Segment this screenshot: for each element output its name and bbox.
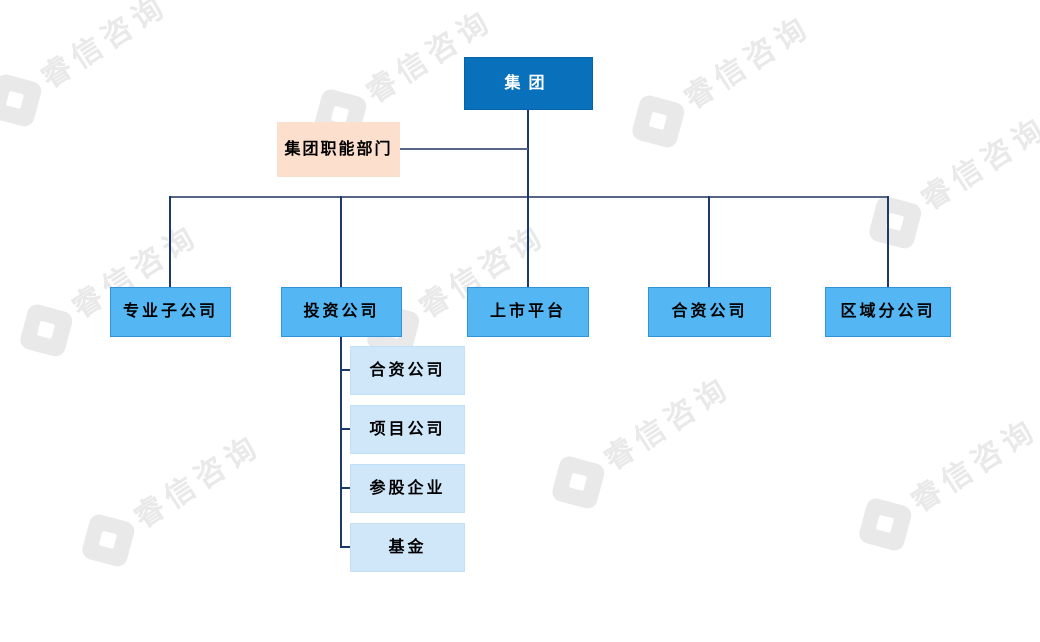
watermark: 睿信咨询 [863,106,1040,255]
watermark: 睿信咨询 [76,424,270,573]
connector-main-horizontal [170,196,889,198]
ruixin-logo-icon [550,454,607,511]
ruixin-logo-icon [80,512,137,569]
connector-drop-1 [169,196,171,287]
watermark: 睿信咨询 [546,366,740,515]
watermark: 睿信咨询 [0,0,178,132]
ruixin-logo-icon [18,302,75,359]
org-box-child-project-company: 项目公司 [350,405,465,454]
watermark-text: 睿信咨询 [598,370,738,477]
watermark-text: 睿信咨询 [905,412,1040,519]
org-box-listed-platform: 上市平台 [467,287,589,337]
org-box-group: 集团 [464,57,593,110]
org-box-child-joint-venture: 合资公司 [350,346,465,395]
watermark-text: 睿信咨询 [915,110,1040,217]
ruixin-logo-icon [630,93,687,150]
watermark-text: 睿信咨询 [128,428,268,535]
org-box-child-equity-enterprise: 参股企业 [350,464,465,513]
org-box-joint-venture: 合资公司 [648,287,771,337]
watermark-text: 睿信咨询 [35,0,175,95]
watermark: 睿信咨询 [626,5,820,154]
connector-child-stub-4 [340,546,350,548]
connector-child-stub-1 [340,369,350,371]
org-box-investment-company: 投资公司 [281,287,402,337]
org-box-group-functions: 集团职能部门 [277,122,400,177]
connector-child-stub-3 [340,487,350,489]
connector-drop-2 [340,196,342,287]
ruixin-logo-icon [0,72,44,129]
connector-root-vertical [527,110,529,197]
connector-investment-vertical [340,337,342,548]
connector-staff-horizontal [400,148,528,150]
ruixin-logo-icon [857,496,914,553]
ruixin-logo-icon [867,194,924,251]
org-box-professional-subsidiary: 专业子公司 [110,287,231,337]
watermark-text: 睿信咨询 [678,9,818,116]
connector-child-stub-2 [340,428,350,430]
org-box-regional-branch: 区域分公司 [825,287,951,337]
connector-drop-4 [708,196,710,287]
watermark: 睿信咨询 [853,408,1040,557]
org-box-child-fund: 基金 [350,523,465,572]
connector-drop-3 [527,196,529,287]
connector-drop-5 [887,196,889,287]
